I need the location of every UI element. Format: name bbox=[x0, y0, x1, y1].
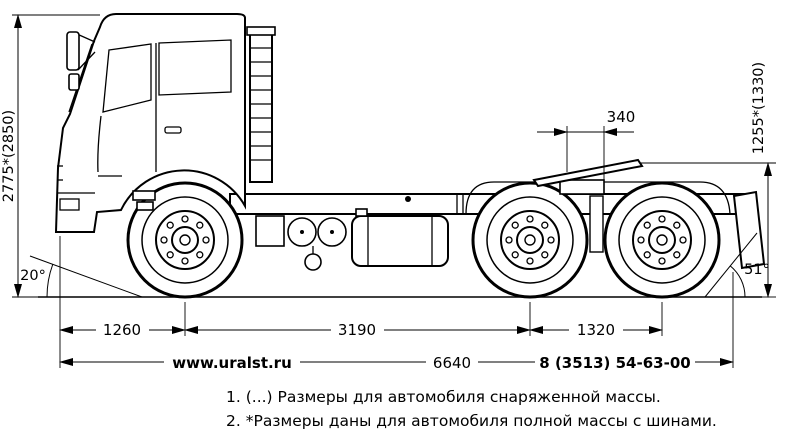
notes: 1. (...) Размеры для автомобиля снаряжен… bbox=[226, 388, 717, 430]
phone-label: 8 (3513) 54-63-00 bbox=[539, 354, 690, 372]
dimension-overall-height: 2775*(2850) bbox=[1, 14, 100, 298]
chassis bbox=[229, 193, 749, 271]
cab-step bbox=[136, 201, 154, 211]
rear-wheel-1 bbox=[471, 181, 589, 299]
fuel-filler-cap bbox=[355, 208, 368, 217]
cab bbox=[54, 13, 246, 233]
wide-angle-mirror bbox=[68, 73, 80, 91]
saddle-offset-label: 340 bbox=[607, 108, 636, 126]
saddle-height-label: 1255*(1330) bbox=[751, 62, 767, 154]
dimension-row-axles: 1260 3190 1320 bbox=[59, 236, 663, 368]
front-overhang-label: 1260 bbox=[103, 321, 141, 339]
note-full-weight: 2. *Размеры даны для автомобиля полной м… bbox=[226, 412, 717, 430]
note-curb-weight: 1. (...) Размеры для автомобиля снаряжен… bbox=[226, 388, 661, 406]
overall-length-label: 6640 bbox=[433, 354, 471, 372]
tool-box bbox=[255, 215, 285, 247]
mirror bbox=[66, 31, 80, 71]
headlight bbox=[59, 198, 80, 211]
windshield bbox=[68, 43, 93, 113]
cab-step bbox=[132, 190, 156, 201]
departure-angle-label: 51° bbox=[744, 262, 770, 278]
fuel-filter bbox=[304, 253, 322, 271]
wheelbase-label: 3190 bbox=[338, 321, 376, 339]
website-label: www.uralst.ru bbox=[172, 354, 292, 372]
approach-angle-label: 20° bbox=[20, 268, 46, 284]
rear-side-window bbox=[158, 39, 232, 96]
rear-wheel-2 bbox=[603, 181, 721, 299]
air-intake-stack bbox=[246, 26, 276, 183]
dimension-overall-length: www.uralst.ru 6640 8 (3513) 54-63-00 bbox=[59, 272, 734, 372]
bogie-center-support bbox=[589, 195, 604, 253]
door-front-seam bbox=[97, 115, 102, 173]
door-window bbox=[102, 43, 152, 113]
cab-silhouette bbox=[54, 13, 246, 233]
fifth-wheel-coupling bbox=[532, 158, 644, 195]
dimension-saddle-offset: 340 bbox=[537, 108, 635, 180]
dimension-saddle-height: 1255*(1330) bbox=[640, 62, 776, 298]
frame-fitting bbox=[405, 196, 411, 202]
overall-height-label: 2775*(2850) bbox=[1, 110, 17, 202]
fuel-tank bbox=[351, 215, 449, 267]
departure-angle: 51° bbox=[704, 232, 770, 298]
approach-angle: 20° bbox=[20, 255, 143, 298]
bogie-spacing-label: 1320 bbox=[577, 321, 615, 339]
rear-mudflap bbox=[732, 190, 766, 270]
door-handle bbox=[164, 126, 182, 134]
